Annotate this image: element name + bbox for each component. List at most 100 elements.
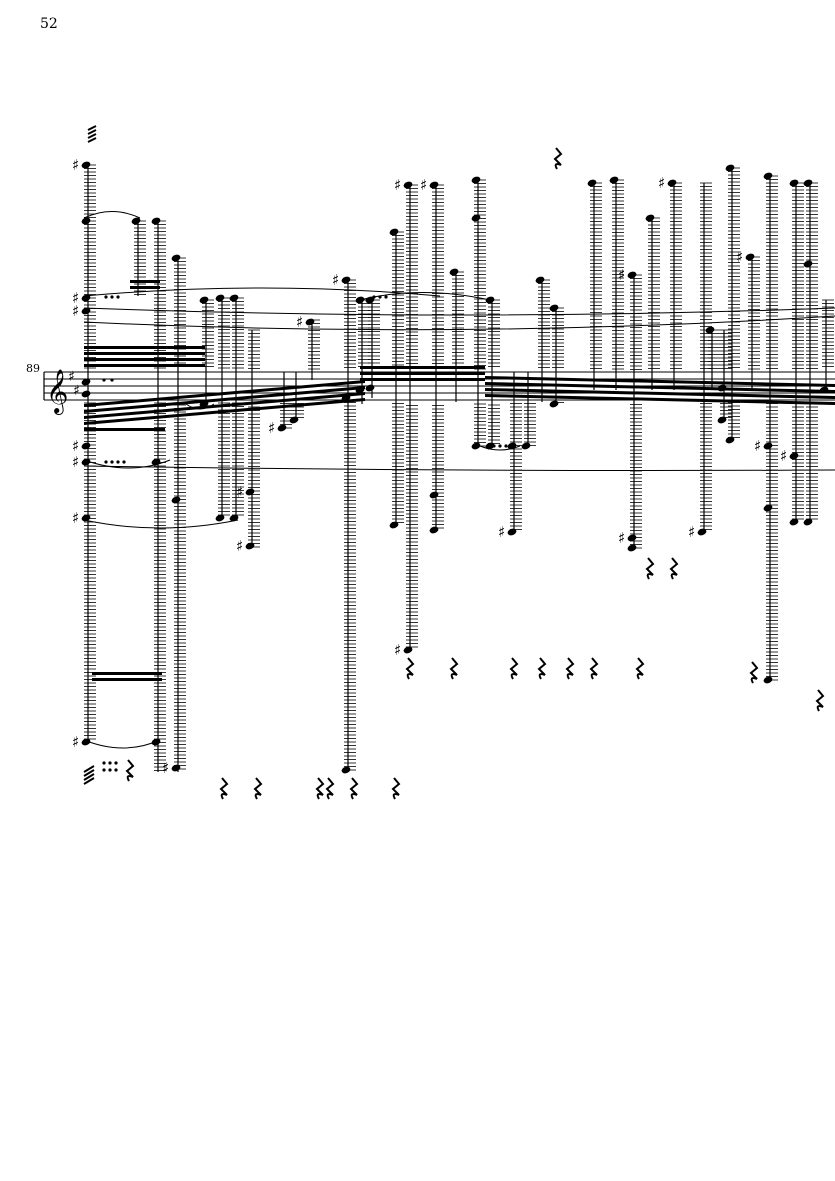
beam — [84, 380, 365, 407]
tie — [83, 211, 141, 219]
beam — [84, 352, 205, 355]
beam — [485, 394, 835, 405]
note-head — [81, 738, 91, 746]
dot — [114, 768, 118, 772]
dot — [116, 460, 120, 464]
note-head — [705, 326, 715, 334]
note-head — [725, 436, 735, 444]
dot — [102, 768, 106, 772]
note-head — [763, 442, 773, 450]
dot — [110, 460, 114, 464]
note-head — [245, 542, 255, 550]
dot — [492, 444, 496, 448]
quarter-rest-icon — [553, 147, 563, 170]
note-head — [627, 271, 637, 279]
note-stems — [87, 165, 827, 772]
note-head — [789, 179, 799, 187]
quarter-rest-icon — [391, 777, 401, 800]
ties — [83, 211, 835, 749]
beam — [485, 382, 835, 393]
dot — [102, 761, 106, 765]
note-head — [803, 179, 813, 187]
note-head — [471, 176, 481, 184]
sharp-icon: ♯ — [296, 313, 303, 331]
tremolo-stroke — [83, 765, 95, 773]
sharp-icon: ♯ — [754, 437, 761, 455]
note-head — [789, 452, 799, 460]
note-head — [389, 521, 399, 529]
note-head — [305, 318, 315, 326]
beam — [84, 358, 205, 361]
note-head — [507, 528, 517, 536]
quarter-rest-icon — [405, 657, 415, 680]
note-head — [803, 518, 813, 526]
dot — [122, 460, 126, 464]
note-head — [507, 442, 517, 450]
note-head — [355, 386, 365, 394]
note-head — [789, 518, 799, 526]
sharp-icon: ♯ — [72, 453, 79, 471]
beams — [83, 125, 835, 785]
beam — [84, 398, 365, 425]
note-head — [725, 164, 735, 172]
note-head — [549, 304, 559, 312]
note-head — [229, 294, 239, 302]
sharp-icon: ♯ — [688, 523, 695, 541]
note-head — [151, 738, 161, 746]
tie — [83, 519, 239, 529]
sharp-icon: ♯ — [658, 174, 665, 192]
tremolo-stroke — [87, 125, 97, 131]
note-head — [535, 276, 545, 284]
note-head — [215, 514, 225, 522]
note-head — [229, 514, 239, 522]
tie — [83, 739, 161, 749]
note-head — [81, 217, 91, 225]
note-head — [717, 384, 727, 392]
note-head — [289, 416, 299, 424]
sharp-icon: ♯ — [268, 419, 275, 437]
note-head — [171, 764, 181, 772]
tremolo-stroke — [83, 777, 95, 785]
note-head — [81, 378, 91, 386]
note-head — [485, 442, 495, 450]
tremolo-stroke — [83, 773, 95, 781]
quarter-rest-icon — [589, 657, 599, 680]
note-head — [81, 161, 91, 169]
note-head — [81, 442, 91, 450]
dot — [104, 460, 108, 464]
note-head — [717, 416, 727, 424]
beam — [84, 386, 365, 413]
note-head — [471, 442, 481, 450]
treble-clef-icon: 𝄞 — [46, 369, 68, 415]
quarter-rest-icon — [749, 661, 759, 684]
note-head — [215, 294, 225, 302]
note-head — [81, 294, 91, 302]
dot — [116, 295, 120, 299]
note-head — [365, 384, 375, 392]
treble-clef-icon: 𝄞 — [46, 369, 68, 415]
measure-number: 89 — [26, 362, 40, 375]
note-head — [449, 268, 459, 276]
beam — [92, 672, 162, 675]
page-number: 52 — [40, 16, 58, 32]
beam — [360, 366, 485, 369]
beam — [84, 364, 205, 367]
beam — [84, 392, 365, 419]
beam — [360, 378, 485, 381]
sharp-icon: ♯ — [498, 523, 505, 541]
note-head — [549, 400, 559, 408]
note-heads — [81, 161, 829, 774]
quarter-rest-icon — [669, 557, 679, 580]
tie — [83, 287, 441, 297]
tremolo-stroke — [83, 769, 95, 777]
dot — [110, 378, 114, 382]
note-head — [355, 296, 365, 304]
dot — [104, 295, 108, 299]
quarter-rest-icon — [315, 777, 325, 800]
note-head — [81, 390, 91, 398]
note-head — [697, 528, 707, 536]
sharp-icon: ♯ — [72, 289, 79, 307]
beam — [485, 388, 835, 399]
quarter-rest-icon — [565, 657, 575, 680]
